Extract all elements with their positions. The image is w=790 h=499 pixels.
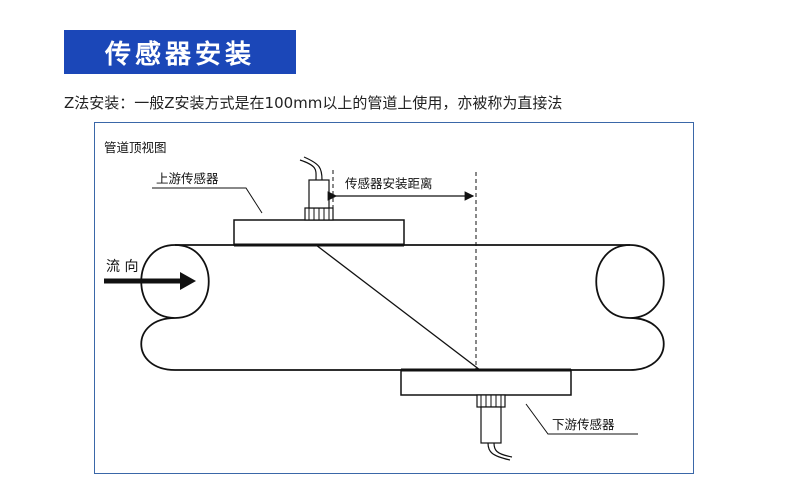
upstream-sensor-label: 上游传感器 [156, 171, 219, 186]
downstream-sensor-label: 下游传感器 [552, 417, 615, 432]
upstream-sensor [233, 156, 405, 247]
upstream-leader [152, 187, 263, 214]
pipe-left-end [174, 244, 210, 319]
pipe-right-end [595, 244, 631, 319]
diagram-frame [94, 122, 694, 474]
pipe-outline [140, 244, 665, 371]
view-label: 管道顶视图 [104, 140, 167, 155]
flow-arrowhead [180, 272, 196, 290]
signal-path [315, 244, 481, 371]
installation-distance-label: 传感器安装距离 [345, 176, 433, 191]
downstream-sensor [400, 368, 572, 461]
intro-text: Z法安装：一般Z安装方式是在100mm以上的管道上使用，亦被称为直接法 [64, 94, 563, 112]
downstream-leader [525, 403, 638, 435]
flow-direction-label: 流 向 [106, 259, 138, 275]
section-title: 传感器安装 [64, 30, 296, 74]
